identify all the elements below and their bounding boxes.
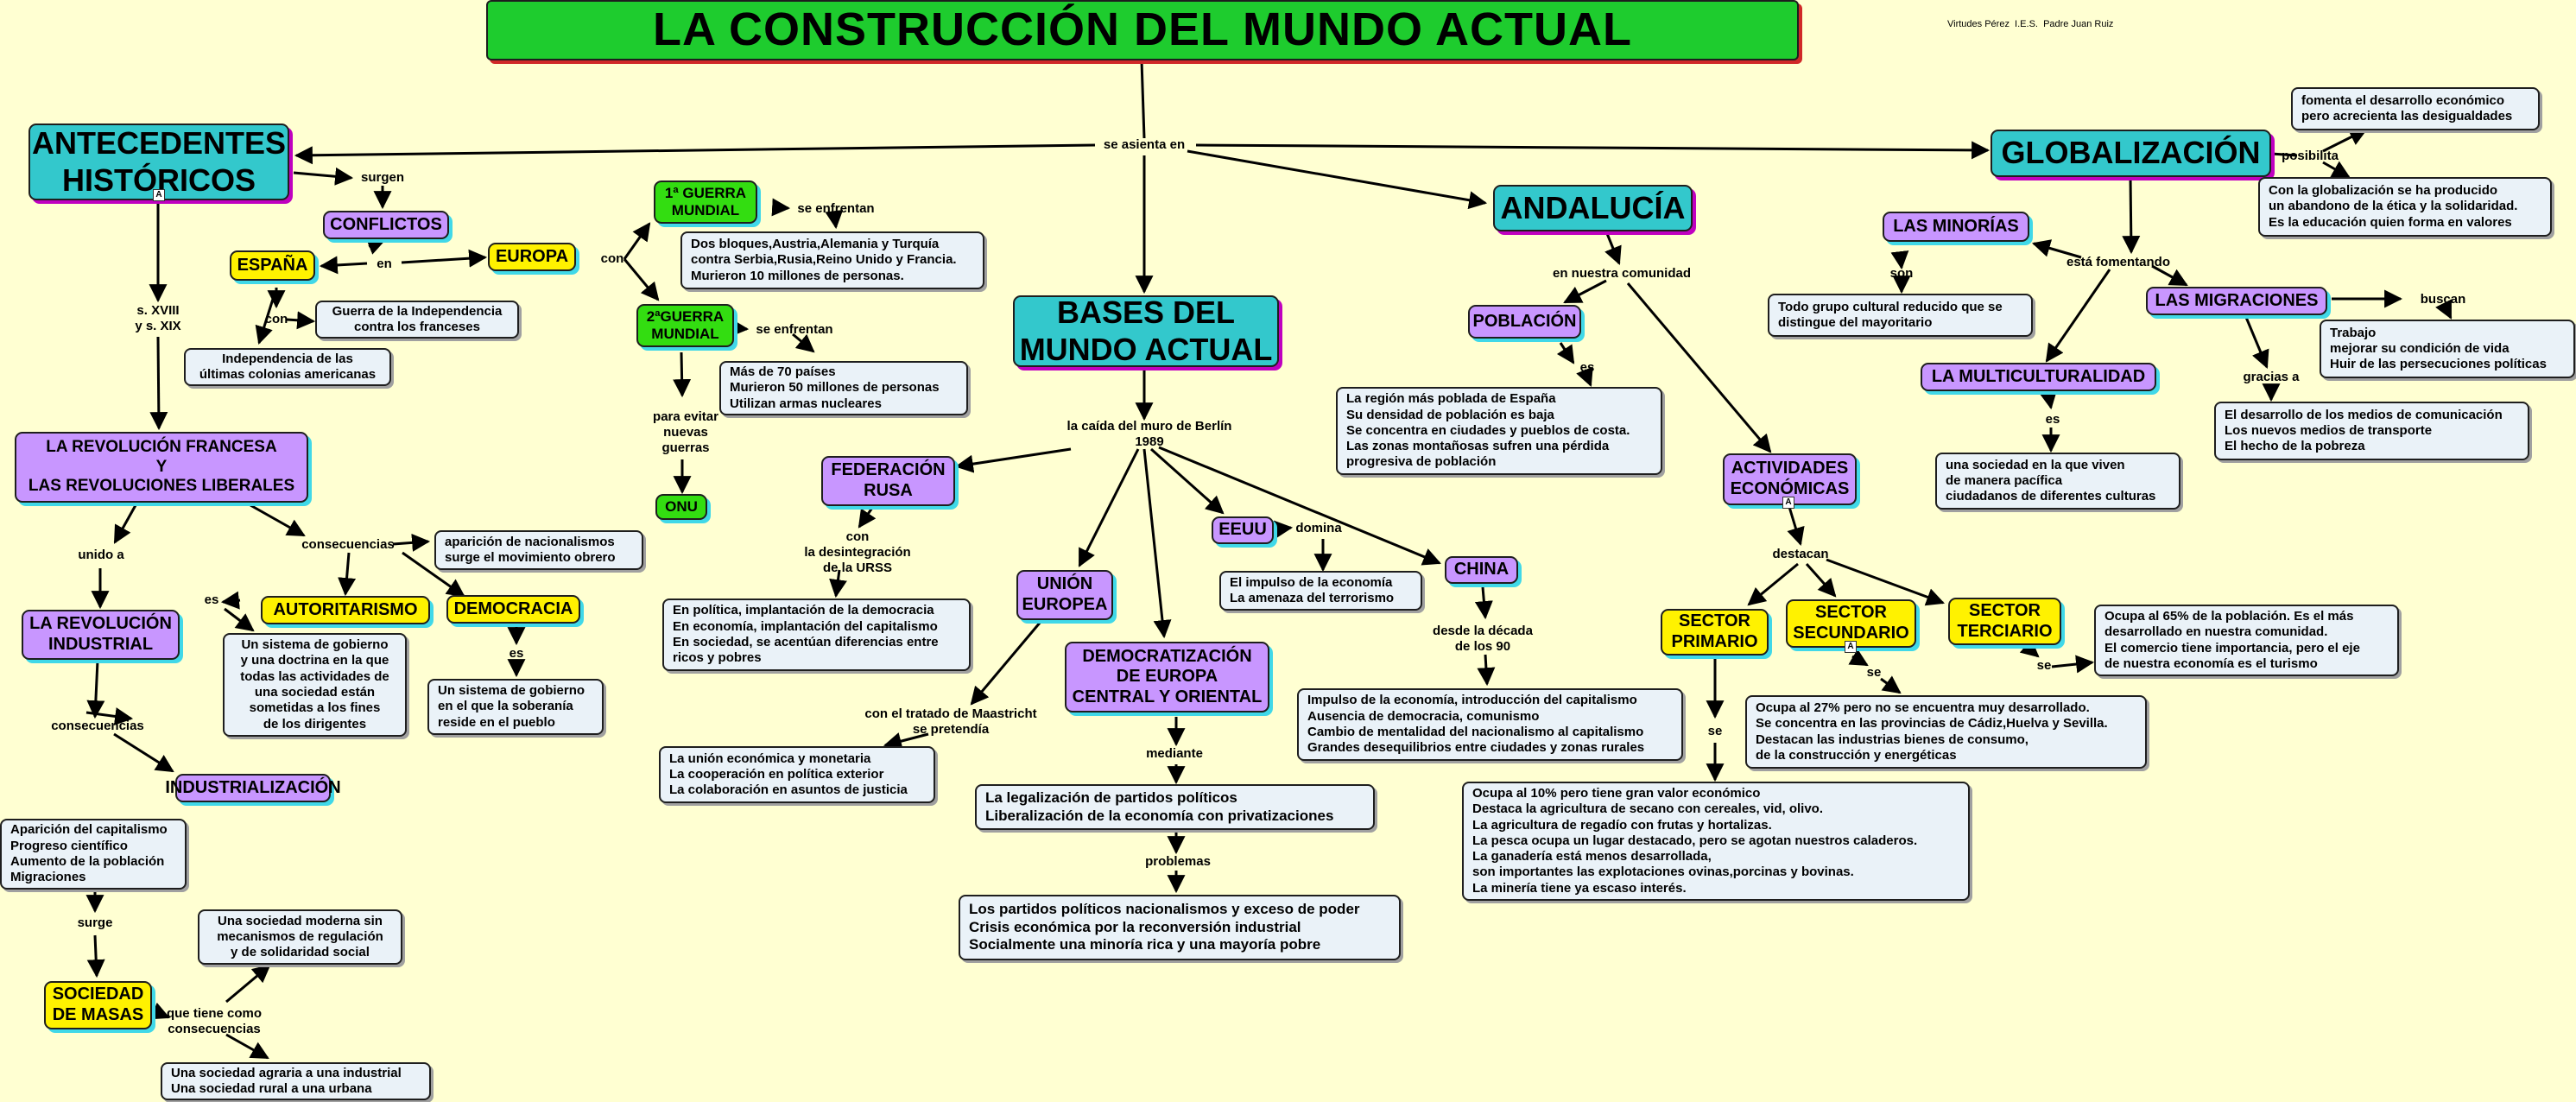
label-maastricht: con el tratado de Maastricht se pretendí…: [864, 706, 1037, 737]
label-unido-a: unido a: [78, 548, 124, 562]
node-democratizacion[interactable]: DEMOCRATIZACIÓN DE EUROPA CENTRAL Y ORIE…: [1065, 642, 1269, 712]
collapse-toggle-icon[interactable]: A: [1782, 497, 1794, 509]
node-industrializacion[interactable]: INDUSTRIALIZACIÓN: [165, 774, 341, 802]
box-china-definicion: Impulso de la economía, introducción del…: [1297, 688, 1683, 761]
node-federacion-rusa[interactable]: FEDERACIÓN RUSA: [821, 456, 955, 506]
node-antecedentes-historicos[interactable]: ANTECEDENTES HISTÓRICOS: [28, 124, 289, 200]
box-segunda-guerra: Más de 70 países Murieron 50 millones de…: [719, 361, 968, 415]
label-en-nuestra-comunidad: en nuestra comunidad: [1552, 266, 1692, 281]
label-se-enfrentan-2: se enfrentan: [756, 322, 833, 337]
node-las-minorias[interactable]: LAS MINORÍAS: [1883, 212, 2029, 242]
label-con-espana: con: [264, 312, 288, 326]
box-dos-bloques: Dos bloques,Austria,Alemania y Turquía c…: [680, 231, 984, 289]
node-las-migraciones[interactable]: LAS MIGRACIONES: [2146, 287, 2327, 315]
label-destacan: destacan: [1772, 547, 1829, 561]
label-posibilita: posibilita: [2282, 149, 2339, 163]
label-siglos: s. XVIII y s. XIX: [135, 303, 181, 333]
label-es-autoritarismo: es: [204, 592, 219, 607]
node-autoritarismo[interactable]: AUTORITARISMO: [261, 596, 430, 624]
collapse-toggle-icon[interactable]: A: [1845, 641, 1857, 653]
collapse-toggle-icon[interactable]: A: [153, 189, 165, 201]
box-fomenta-desarrollo: fomenta el desarrollo económico pero acr…: [2291, 87, 2540, 130]
box-union-europea-definicion: La unión económica y monetaria La cooper…: [659, 746, 935, 803]
label-que-tiene-como: que tiene como consecuencias: [166, 1006, 263, 1036]
label-desintegracion-urss: con la desintegración de la URSS: [804, 529, 911, 575]
node-sector-primario[interactable]: SECTOR PRIMARIO: [1661, 609, 1769, 656]
box-abandono-etica: Con la globalización se ha producido un …: [2258, 177, 2552, 237]
label-para-evitar-guerras: para evitar nuevas guerras: [653, 409, 718, 455]
node-andalucia[interactable]: ANDALUCÍA: [1493, 185, 1693, 231]
label-desde-decada: desde la década de los 90: [1433, 624, 1533, 654]
box-minorias-definicion: Todo grupo cultural reducido que se dist…: [1768, 294, 2033, 337]
label-se-terciario: se: [2036, 658, 2052, 673]
node-conflictos[interactable]: CONFLICTOS: [323, 211, 449, 239]
label-son: son: [1889, 266, 1914, 281]
label-buscan: buscan: [2420, 292, 2466, 307]
box-trabajo: Trabajo mejorar su condición de vida Hui…: [2320, 320, 2575, 378]
box-sector-primario-definicion: Ocupa al 10% pero tiene gran valor econó…: [1462, 782, 1970, 901]
label-con-europa: con: [600, 251, 624, 266]
box-desarrollo-medios: El desarrollo de los medios de comunicac…: [2214, 402, 2529, 460]
box-sector-terciario-definicion: Ocupa al 65% de la población. Es el más …: [2094, 605, 2399, 676]
label-es-poblacion: es: [1579, 360, 1595, 375]
node-democracia[interactable]: DEMOCRACIA: [446, 595, 580, 624]
box-sociedad-moderna: Una sociedad moderna sin mecanismos de r…: [198, 909, 402, 965]
box-sector-secundario-definicion: Ocupa al 27% pero no se encuentra muy de…: [1745, 695, 2147, 769]
label-consecuencias-1: consecuencias: [301, 537, 395, 552]
label-se-primario: se: [1707, 724, 1723, 738]
label-se-secundario: se: [1866, 665, 1882, 680]
label-es-democracia: es: [509, 646, 524, 661]
node-bases-mundo-actual[interactable]: BASES DEL MUNDO ACTUAL: [1013, 294, 1279, 367]
label-se-asienta-en: se asienta en: [1103, 137, 1186, 152]
label-gracias-a: gracias a: [2243, 370, 2300, 384]
node-primera-guerra-mundial[interactable]: 1ª GUERRA MUNDIAL: [654, 180, 757, 224]
box-capitalismo: Aparición del capitalismo Progreso cient…: [0, 819, 187, 890]
node-onu[interactable]: ONU: [655, 494, 707, 520]
node-china[interactable]: CHINA: [1445, 556, 1518, 584]
box-sociedad-agraria: Una sociedad agraria a una industrial Un…: [161, 1062, 431, 1100]
label-surge: surge: [77, 915, 113, 930]
node-revolucion-francesa[interactable]: LA REVOLUCIÓN FRANCESA Y LAS REVOLUCIONE…: [15, 432, 308, 503]
node-poblacion[interactable]: POBLACIÓN: [1468, 305, 1581, 339]
box-legalizacion: La legalización de partidos políticos Li…: [975, 784, 1375, 830]
label-caida-muro-berlin: la caída del muro de Berlín 1989: [1066, 419, 1232, 449]
label-esta-fomentando: está fomentando: [2066, 255, 2171, 269]
label-surgen: surgen: [360, 170, 405, 185]
label-domina: domina: [1295, 521, 1342, 535]
box-eeuu-definicion: El impulso de la economía La amenaza del…: [1219, 571, 1422, 611]
node-europa[interactable]: EUROPA: [488, 243, 576, 271]
label-problemas: problemas: [1145, 854, 1211, 869]
box-nacionalismos: aparición de nacionalismos surge el movi…: [434, 530, 643, 570]
node-revolucion-industrial[interactable]: LA REVOLUCIÓN INDUSTRIAL: [22, 610, 180, 660]
node-la-multiculturalidad[interactable]: LA MULTICULTURALIDAD: [1921, 363, 2156, 391]
label-en: en: [377, 256, 392, 271]
node-union-europea[interactable]: UNIÓN EUROPEA: [1016, 570, 1113, 620]
box-autoritarismo-definicion: Un sistema de gobierno y una doctrina en…: [223, 633, 407, 737]
label-se-enfrentan-1: se enfrentan: [797, 201, 875, 216]
box-federacion-rusa-definicion: En política, implantación de la democrac…: [662, 598, 971, 671]
main-title: LA CONSTRUCCIÓN DEL MUNDO ACTUAL: [486, 0, 1799, 60]
box-independencia-colonias: Independencia de las últimas colonias am…: [184, 348, 391, 386]
node-sociedad-de-masas[interactable]: SOCIEDAD DE MASAS: [44, 981, 152, 1029]
box-poblacion-definicion: La región más poblada de España Su densi…: [1336, 387, 1662, 475]
node-eeuu[interactable]: EEUU: [1212, 516, 1274, 544]
label-mediante: mediante: [1146, 746, 1203, 761]
box-problemas: Los partidos políticos nacionalismos y e…: [959, 895, 1401, 960]
node-sector-terciario[interactable]: SECTOR TERCIARIO: [1948, 598, 2061, 645]
box-guerra-independencia: Guerra de la Independencia contra los fr…: [315, 301, 519, 339]
label-consecuencias-2: consecuencias: [51, 719, 144, 733]
author-credit: Virtudes Pérez I.E.S. Padre Juan Ruiz: [1947, 19, 2114, 29]
node-espana[interactable]: ESPAÑA: [230, 250, 315, 281]
box-democracia-definicion: Un sistema de gobierno en el que la sobe…: [427, 679, 604, 735]
box-multiculturalidad-definicion: una sociedad en la que viven de manera p…: [1935, 453, 2180, 510]
label-es-multiculturalidad: es: [2045, 412, 2060, 427]
node-segunda-guerra-mundial[interactable]: 2ªGUERRA MUNDIAL: [636, 304, 734, 347]
node-globalizacion[interactable]: GLOBALIZACIÓN: [1991, 130, 2271, 177]
